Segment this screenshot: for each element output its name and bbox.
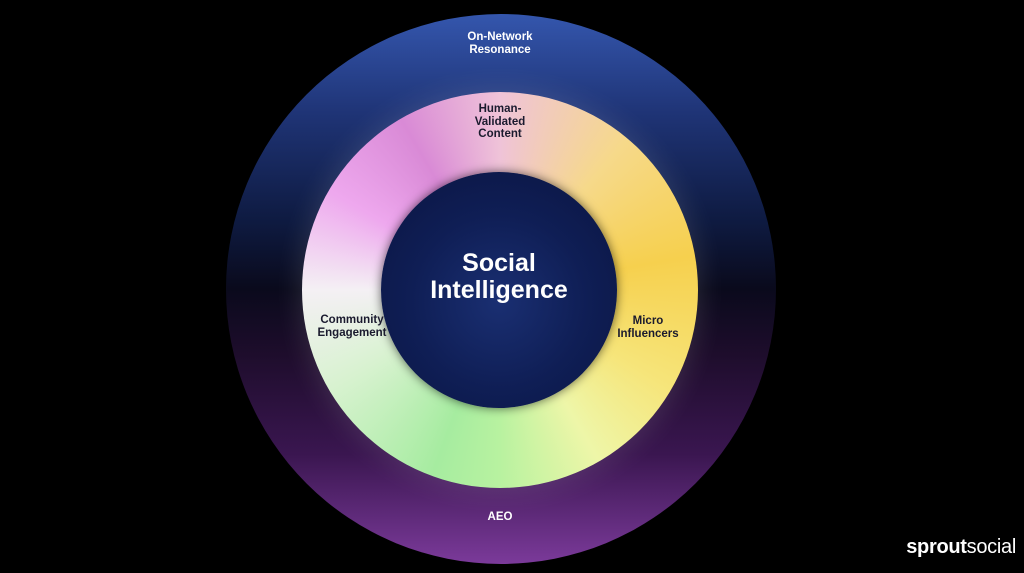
core-circle-social-intelligence (381, 172, 617, 408)
label-line: Influencers (617, 327, 679, 340)
label-line: Human- (478, 103, 522, 115)
core-title: Social Intelligence (381, 250, 617, 304)
title-line: Intelligence (430, 276, 568, 304)
title-line: Social (462, 249, 536, 277)
label-aeo: AEO (487, 511, 513, 523)
label-line: Micro (632, 315, 664, 327)
label-on-network-resonance: On-Network Resonance (420, 31, 580, 56)
label-line: Community (320, 314, 384, 326)
label-line: Resonance (469, 43, 531, 56)
label-human-validated-content: Human- Validated Content (430, 103, 570, 141)
label-micro-influencers: Micro Influencers (598, 315, 698, 340)
label-line: Validated (474, 115, 526, 128)
sprout-social-logo: sproutsocial (906, 536, 1016, 559)
label-line: Content (478, 128, 522, 140)
label-line: On-Network (467, 31, 533, 43)
logo-bold: sprout (906, 536, 967, 558)
logo-light: social (966, 536, 1017, 558)
label-community-engagement: Community Engagement (302, 314, 402, 339)
label-line: Engagement (317, 326, 387, 339)
